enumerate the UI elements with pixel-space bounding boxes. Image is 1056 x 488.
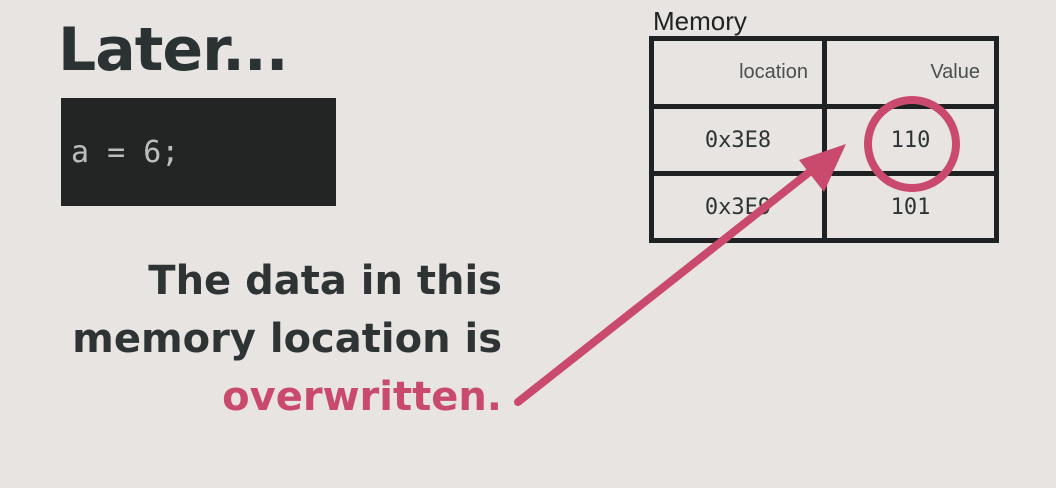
table-row: 0x3E8 110 — [649, 104, 999, 176]
row-2-value: 101 — [822, 171, 999, 243]
explanation-line-3: overwritten. — [222, 374, 502, 420]
explanation-line-1: The data in this — [148, 258, 502, 304]
slide-title: Later... — [58, 15, 289, 85]
header-location: location — [649, 36, 827, 109]
row-1-location: 0x3E8 — [649, 104, 827, 176]
memory-label: Memory — [653, 6, 747, 36]
code-text: a = 6; — [71, 134, 180, 170]
header-value: Value — [822, 36, 999, 109]
memory-table: location Value 0x3E8 110 0x3E9 101 — [649, 36, 999, 243]
memory-table-header: location Value — [649, 36, 999, 109]
table-row: 0x3E9 101 — [649, 171, 999, 243]
code-block: a = 6; — [61, 98, 336, 206]
explanation-line-2: memory location is — [72, 316, 502, 362]
explanation-text: The data in this memory location is over… — [72, 252, 502, 426]
row-1-value: 110 — [822, 104, 999, 176]
row-2-location: 0x3E9 — [649, 171, 827, 243]
